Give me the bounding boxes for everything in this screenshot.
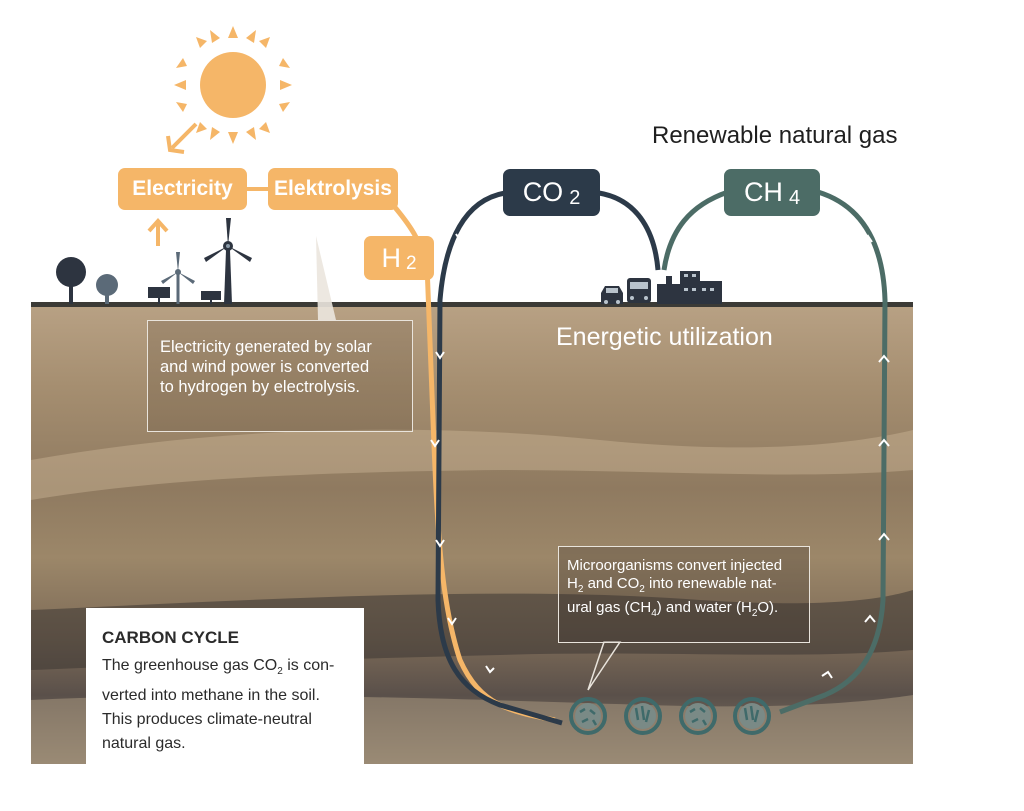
ch4-flow-path (779, 189, 888, 715)
callout-line: H2 and CO2 into renewable nat- (567, 575, 801, 599)
microorganism-callout: Microorganisms convert injected H2 and C… (558, 546, 810, 643)
callout-subscript: 2 (751, 608, 758, 619)
tree-icon (96, 274, 118, 304)
carbon-cycle-line: verted into methane in the soil. (102, 687, 320, 705)
tree-icon (56, 257, 86, 304)
electricity-label: Electricity (132, 177, 233, 200)
carbon-cycle-box: CARBON CYCLE The greenhouse gas CO2 is c… (86, 608, 364, 766)
carbon-cycle-line: natural gas. (102, 735, 186, 753)
carbon-cycle-line: This produces climate-neutral (102, 711, 312, 729)
car-icon (601, 286, 623, 304)
callout-subscript: 4 (651, 608, 657, 619)
co2-label: CO (522, 177, 564, 207)
energetic-utilization-label: Energetic utilization (556, 323, 773, 351)
ground-line (31, 302, 913, 307)
h2-subscript: 2 (405, 253, 417, 274)
carbon-text: The greenhouse gas CO (102, 657, 278, 674)
callout-line: and wind power is converted (160, 358, 370, 376)
soil-band (31, 429, 913, 500)
microorganism-icon (733, 697, 771, 735)
electricity-box: Electricity (118, 168, 247, 210)
callout-line: Microorganisms convert injected (567, 557, 783, 574)
callout-text: ) and water (H (656, 599, 752, 616)
callout-subscript: 2 (639, 584, 645, 595)
co2-return-path (598, 190, 661, 271)
microorganism-icon (624, 697, 662, 735)
bus-icon (627, 278, 651, 303)
carbon-cycle-line: The greenhouse gas CO2 is con- (102, 654, 348, 684)
callout-line: ural gas (CH4) and water (H2O). (567, 599, 801, 623)
callout-subscript: 2 (577, 584, 584, 595)
callout-text: ural gas (CH (567, 599, 652, 616)
carbon-cycle-title: CARBON CYCLE (102, 628, 239, 647)
carbon-text: is con- (282, 657, 335, 674)
ch4-out-path (661, 189, 729, 271)
callout-text: into renewable nat- (644, 575, 777, 592)
carbon-cycle-text: The greenhouse gas CO2 is con- verted in… (102, 654, 348, 756)
ch4-subscript: 4 (788, 187, 801, 209)
wind-turbine-icon (204, 218, 252, 304)
elektrolysis-box: Elektrolysis (268, 168, 398, 210)
callout-line: to hydrogen by electrolysis. (160, 378, 360, 396)
elektrolysis-label: Elektrolysis (274, 177, 392, 200)
microorganism-icon (679, 697, 717, 735)
co2-subscript: 2 (569, 187, 581, 209)
sun-icon (174, 26, 292, 144)
solar-panel-icon (148, 287, 170, 304)
up-arrow-icon (147, 218, 169, 246)
microorganism-icon (569, 697, 607, 735)
callout-line: Electricity generated by solar (160, 338, 372, 356)
ch4-label: CH (743, 177, 783, 207)
callout-text: O). (757, 599, 779, 616)
electricity-callout: Electricity generated by solar and wind … (147, 320, 413, 432)
page-title: Renewable natural gas (652, 122, 898, 149)
factory-icon (657, 271, 722, 304)
flow-arrow-marks (430, 227, 890, 679)
carbon-subscript: 2 (277, 666, 283, 678)
sun-arrow-icon (166, 122, 198, 154)
h2-label: H (381, 242, 401, 273)
callout-text: H (567, 575, 578, 592)
co2-flow-path (435, 190, 563, 726)
callout-text: and CO (583, 575, 640, 592)
solar-panel-icon (201, 291, 221, 304)
callout-pointer (316, 236, 336, 320)
wind-turbine-icon (161, 252, 195, 304)
